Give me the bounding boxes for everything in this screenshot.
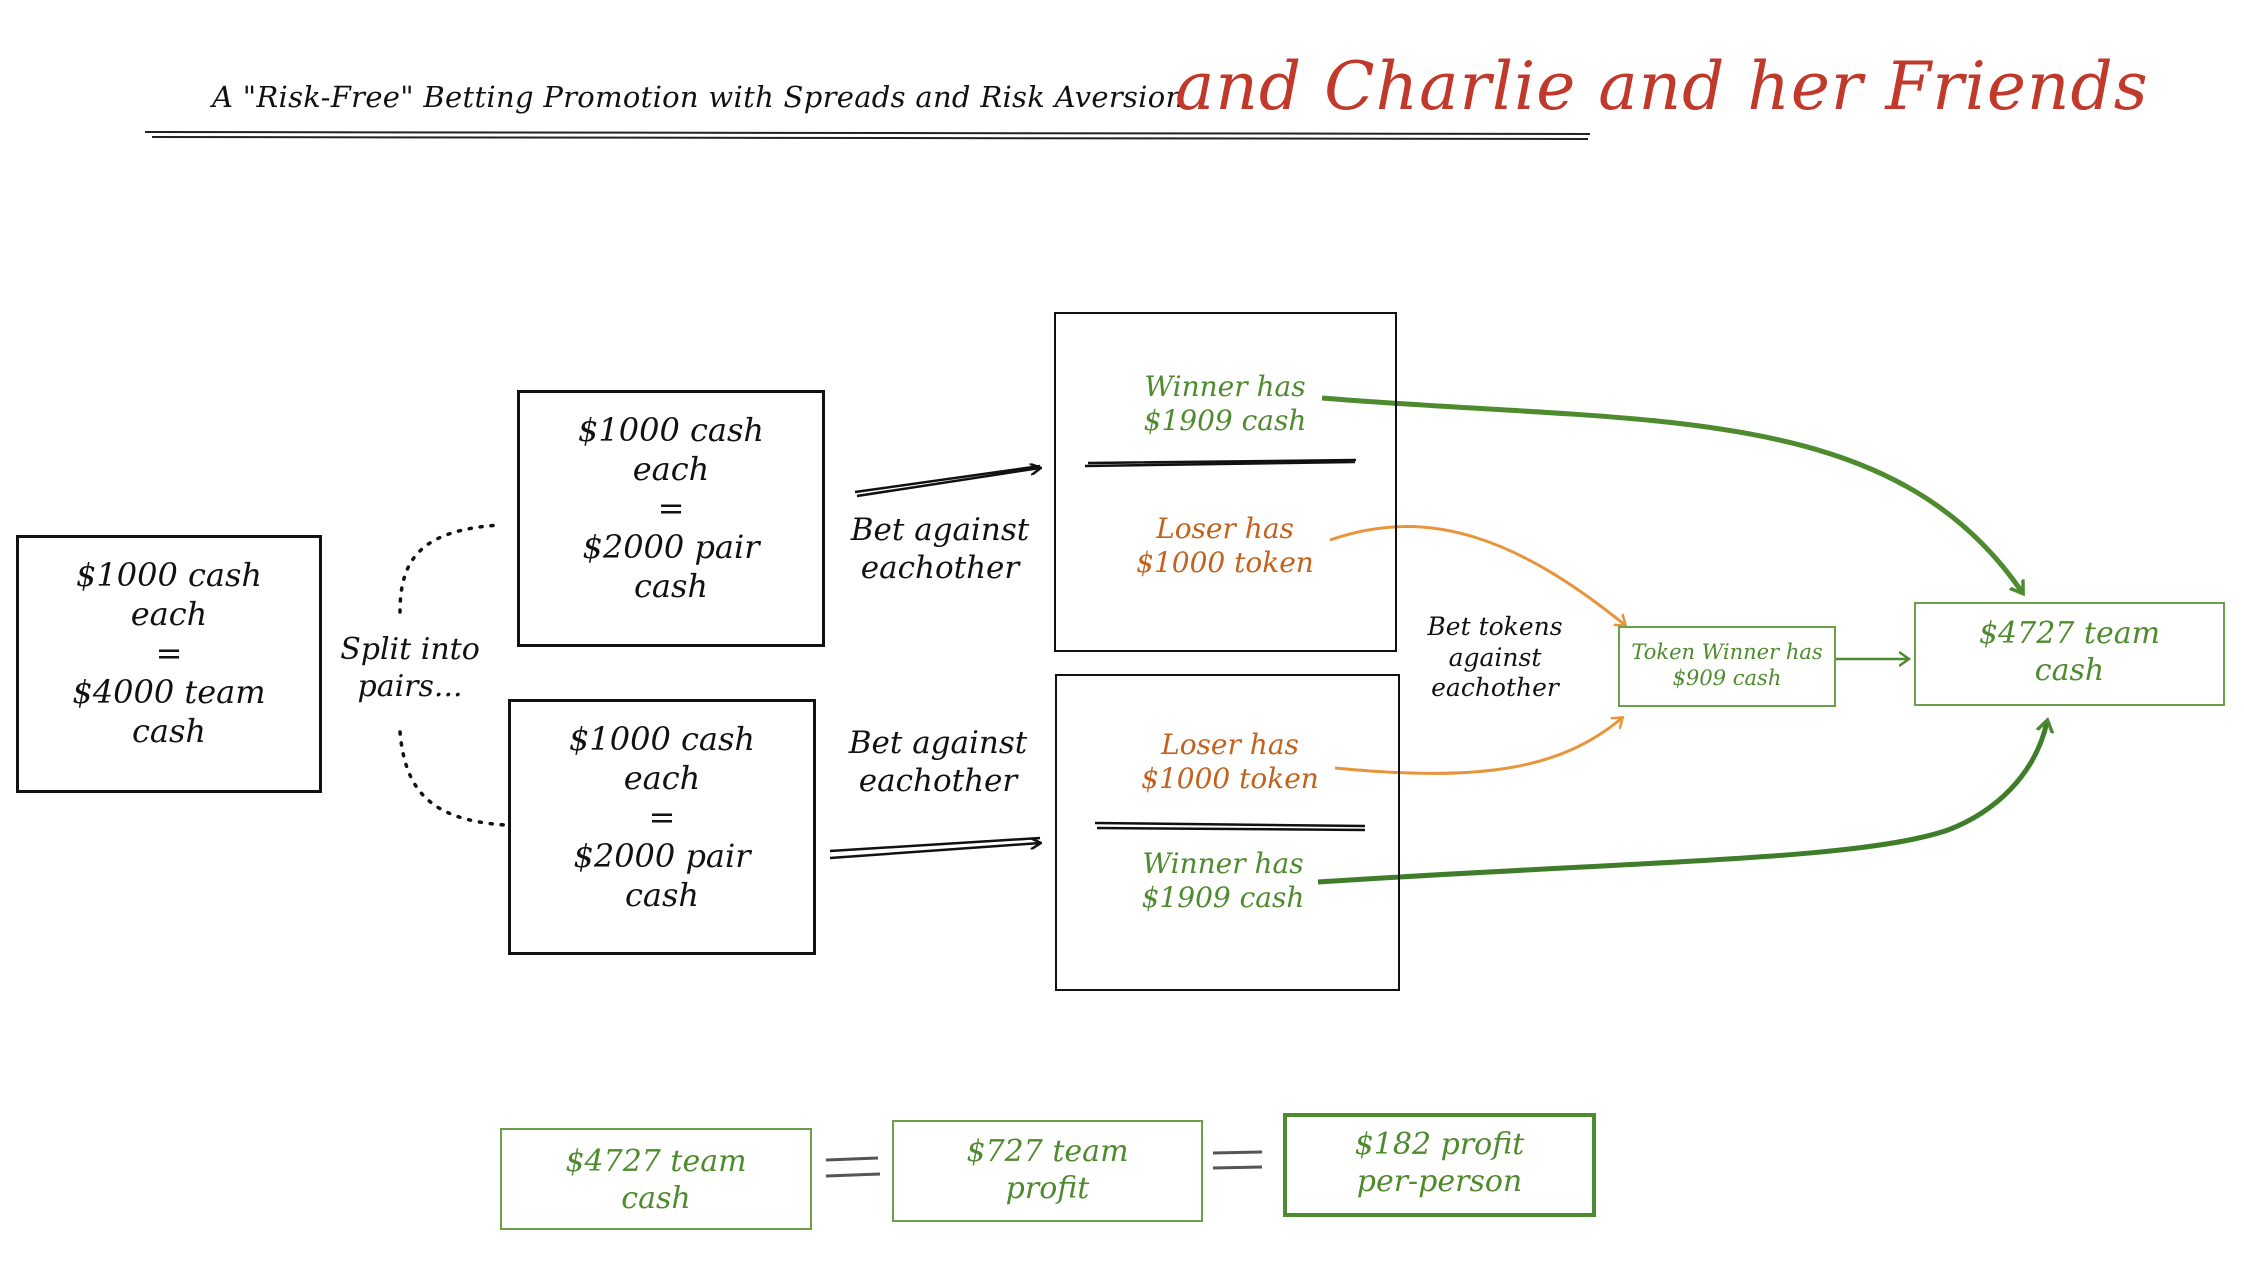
bet-tokens-line1: Bet tokens	[1427, 612, 1563, 641]
summary-box1-line1: $4727 team	[565, 1144, 747, 1179]
bet-tokens-label: Bet tokens against eachother	[1405, 612, 1585, 704]
pair-top-line3: =	[657, 489, 685, 528]
token-arrow-bottom	[1334, 718, 1622, 775]
summary-box2-line1: $727 team	[966, 1134, 1129, 1169]
split-connector-top	[398, 523, 502, 614]
summary-box3-line1: $182 profit	[1354, 1127, 1525, 1162]
title-underline	[144, 131, 1591, 140]
bet-arrow-bottom	[829, 838, 1040, 860]
result-bottom-loser: Loser has $1000 token	[1085, 728, 1375, 796]
result-top-winner: Winner has $1909 cash	[1080, 370, 1370, 438]
split-label-line1: Split into	[340, 632, 480, 667]
team-box-line5: cash	[131, 712, 207, 751]
bet-label-bottom-line2: eachother	[858, 762, 1018, 799]
pair-box-top: $1000 cash each = $2000 pair cash	[517, 390, 825, 647]
pair-bottom-line4: $2000 pair	[573, 837, 751, 876]
title-subtitle: A "Risk-Free" Betting Promotion with Spr…	[212, 80, 1185, 114]
winner-arrow-bottom	[1317, 722, 2047, 885]
team-box-line4: $4000 team	[72, 673, 266, 712]
bet-label-top-line2: eachother	[860, 549, 1020, 586]
pair-bottom-line1: $1000 cash	[569, 720, 755, 758]
result-top-loser: Loser has $1000 token	[1080, 512, 1370, 580]
pair-bottom-line2: each	[623, 759, 701, 798]
bet-label-top-line1: Bet against	[850, 512, 1030, 548]
summary-eq2-lines	[1212, 1150, 1263, 1170]
result-box-top	[1054, 312, 1397, 652]
result-top-winner-line1: Winner has	[1144, 370, 1306, 403]
final-team-line1: $4727 team	[1978, 616, 2161, 651]
summary-equals-2: =	[1213, 1140, 1263, 1141]
summary-box3-line2: per-person	[1356, 1163, 1523, 1199]
pair-box-bottom: $1000 cash each = $2000 pair cash	[508, 699, 816, 955]
result-bottom-winner-line2: $1909 cash	[1141, 881, 1305, 915]
bet-label-bottom-line1: Bet against	[848, 725, 1028, 761]
result-bottom-winner: Winner has $1909 cash	[1078, 847, 1368, 915]
split-label-line2: pairs...	[357, 668, 463, 704]
result-bottom-loser-line1: Loser has	[1161, 728, 1299, 761]
summary-box-profit-per-person: $182 profit per-person	[1283, 1113, 1596, 1217]
final-team-line2: cash	[2034, 652, 2105, 688]
result-bottom-winner-line1: Winner has	[1142, 847, 1304, 880]
winner-arrow-top	[1321, 395, 2022, 592]
summary-box1-line2: cash	[621, 1180, 691, 1216]
divider-top	[1084, 458, 1357, 468]
pair-top-line1: $1000 cash	[578, 411, 764, 449]
token-arrow-top	[1329, 525, 1625, 625]
pair-top-line4: $2000 pair	[582, 528, 760, 567]
summary-box-team-profit: $727 team profit	[892, 1120, 1203, 1222]
result-bottom-loser-line2: $1000 token	[1141, 762, 1319, 796]
title-main: and Charlie and her Friends	[1175, 48, 2149, 125]
bet-label-top: Bet against eachother	[830, 512, 1050, 588]
team-box-line3: =	[155, 634, 183, 673]
token-winner-line1: Token Winner has	[1631, 640, 1823, 664]
token-winner-line2: $909 cash	[1672, 665, 1782, 690]
bet-tokens-line2: against	[1448, 642, 1542, 672]
result-box-bottom	[1055, 674, 1400, 991]
result-top-loser-line2: $1000 token	[1136, 546, 1314, 580]
team-cash-box: $1000 cash each = $4000 team cash	[16, 535, 322, 793]
team-box-line2: each	[130, 595, 208, 634]
result-top-loser-line1: Loser has	[1156, 512, 1294, 545]
summary-box2-line2: profit	[1005, 1170, 1090, 1206]
team-box-line1: $1000 cash	[76, 556, 262, 594]
split-label: Split into pairs...	[330, 632, 490, 705]
pair-bottom-line5: cash	[624, 876, 700, 915]
divider-bottom	[1094, 821, 1366, 832]
bet-tokens-line3: eachother	[1431, 673, 1559, 702]
summary-equals-1: =	[826, 1140, 880, 1141]
result-top-winner-line2: $1909 cash	[1143, 404, 1307, 438]
summary-eq1-lines	[825, 1156, 881, 1178]
pair-top-line2: each	[632, 450, 710, 489]
token-winner-box: Token Winner has $909 cash	[1618, 626, 1836, 707]
split-connector-bottom	[398, 730, 507, 827]
summary-box-team-cash: $4727 team cash	[500, 1128, 812, 1230]
bet-label-bottom: Bet against eachother	[828, 725, 1048, 801]
final-team-cash-box: $4727 team cash	[1914, 602, 2225, 706]
pair-bottom-line3: =	[648, 798, 676, 837]
pair-top-line5: cash	[633, 567, 709, 606]
bet-arrow-top	[854, 466, 1040, 498]
